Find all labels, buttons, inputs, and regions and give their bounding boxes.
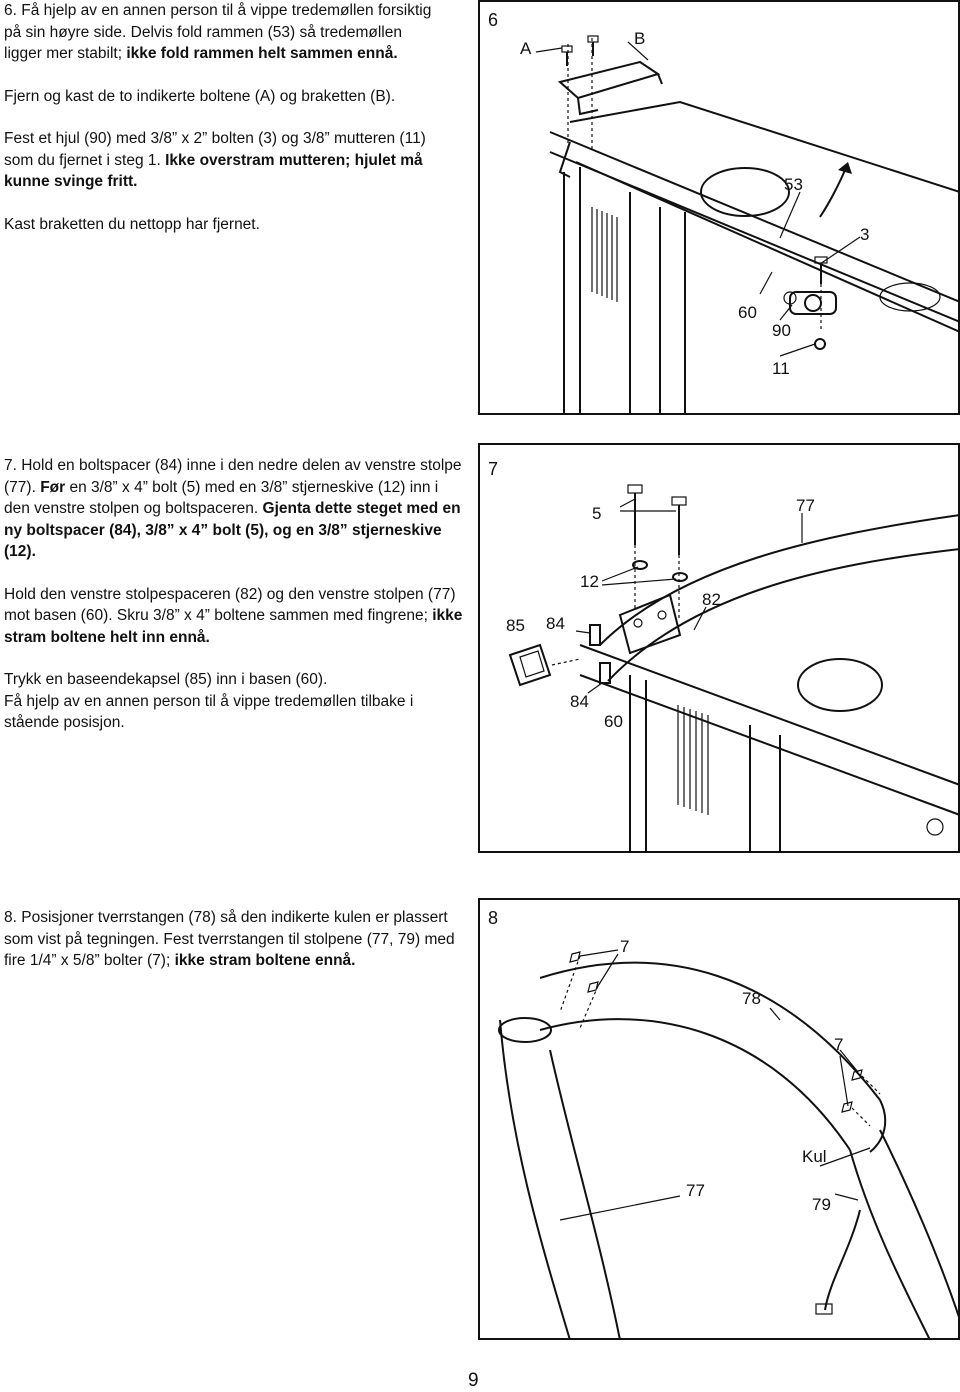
fold-arrow	[819, 169, 846, 218]
label-a: A	[520, 39, 532, 58]
upright-77	[599, 514, 960, 646]
label-84-top: 84	[546, 614, 565, 633]
page-number: 9	[468, 1370, 479, 1391]
figure-number: 7	[488, 459, 499, 479]
label-53: 53	[784, 175, 803, 194]
step8-crossbar: 8. Posisjoner tverrstangen (78) så den i…	[4, 909, 455, 969]
step7-tilt-back: Få hjelp av en annen person til å vippe …	[4, 692, 414, 732]
label-77: 77	[686, 1181, 705, 1200]
label-b: B	[634, 29, 645, 48]
label-78: 78	[742, 989, 761, 1008]
oval-cap	[797, 658, 883, 712]
step8-instructions: 8. Posisjoner tverrstangen (78) så den i…	[4, 907, 464, 972]
spacer-82	[618, 593, 682, 655]
step6-attach-wheel: Fest et hjul (90) med 3/8” x 2” bolten (…	[4, 130, 426, 190]
step6-instructions: 6. Få hjelp av en annen person til å vip…	[4, 0, 444, 235]
label-7-top: 7	[620, 937, 629, 956]
step7-insert-bolts: 7. Hold en boltspacer (84) inne i den ne…	[4, 457, 462, 560]
upright-77	[498, 1017, 621, 1340]
label-12: 12	[580, 572, 599, 591]
spacer-84b	[599, 662, 611, 684]
vent-grille	[677, 705, 709, 815]
label-11: 11	[772, 359, 790, 378]
wheel-90	[783, 291, 837, 315]
upright-base-illustration: 5 77 12 82 85 84 84 60	[506, 484, 960, 853]
label-60: 60	[738, 303, 757, 322]
base-frame	[579, 644, 960, 853]
treadmill-frame-illustration: A B 53 3 60 90 11	[520, 29, 960, 415]
step7-hold-spacer: Hold den venstre stolpespaceren (82) og …	[4, 585, 463, 646]
label-77: 77	[796, 496, 815, 515]
crossbar-illustration: 7 78 7 Kul 77 79	[498, 937, 960, 1340]
label-90: 90	[772, 321, 791, 340]
upright-79	[849, 1129, 960, 1340]
label-79: 79	[812, 1195, 831, 1214]
label-60: 60	[604, 712, 623, 731]
cable	[824, 1209, 861, 1311]
step7-instructions: 7. Hold en boltspacer (84) inne i den ne…	[4, 455, 464, 734]
label-3: 3	[860, 225, 869, 244]
frame-rails	[549, 100, 960, 415]
figure-6: 6	[478, 0, 960, 415]
spacer-84a	[589, 624, 601, 646]
label-kul: Kul	[802, 1147, 827, 1166]
bolts-a-drawing	[535, 35, 649, 66]
label-84-bottom: 84	[570, 692, 589, 711]
step7-end-cap: Trykk en baseendekapsel (85) inn i basen…	[4, 671, 328, 688]
figure-number: 8	[488, 908, 499, 928]
bracket-b-drawing	[557, 38, 663, 152]
oval-cap	[700, 167, 790, 217]
nut-11	[814, 338, 826, 350]
label-7-right: 7	[834, 1035, 843, 1054]
bolts-5	[627, 484, 687, 620]
crossbar-78	[539, 961, 887, 1153]
figure-7: 7	[478, 443, 960, 853]
bolts-7	[559, 951, 881, 1127]
label-82: 82	[702, 590, 721, 609]
step6-discard-bracket: Kast braketten du nettopp har fjernet.	[4, 215, 260, 233]
step6-intro: 6. Få hjelp av en annen person til å vip…	[4, 2, 432, 62]
figure-number: 6	[488, 10, 499, 30]
label-5: 5	[592, 504, 601, 523]
label-85: 85	[506, 616, 525, 635]
vent-grille	[591, 207, 618, 302]
end-cap-85	[508, 643, 581, 687]
figure-8: 8	[478, 898, 960, 1340]
step6-remove-bracket: Fjern og kast de to indikerte boltene (A…	[4, 87, 396, 105]
